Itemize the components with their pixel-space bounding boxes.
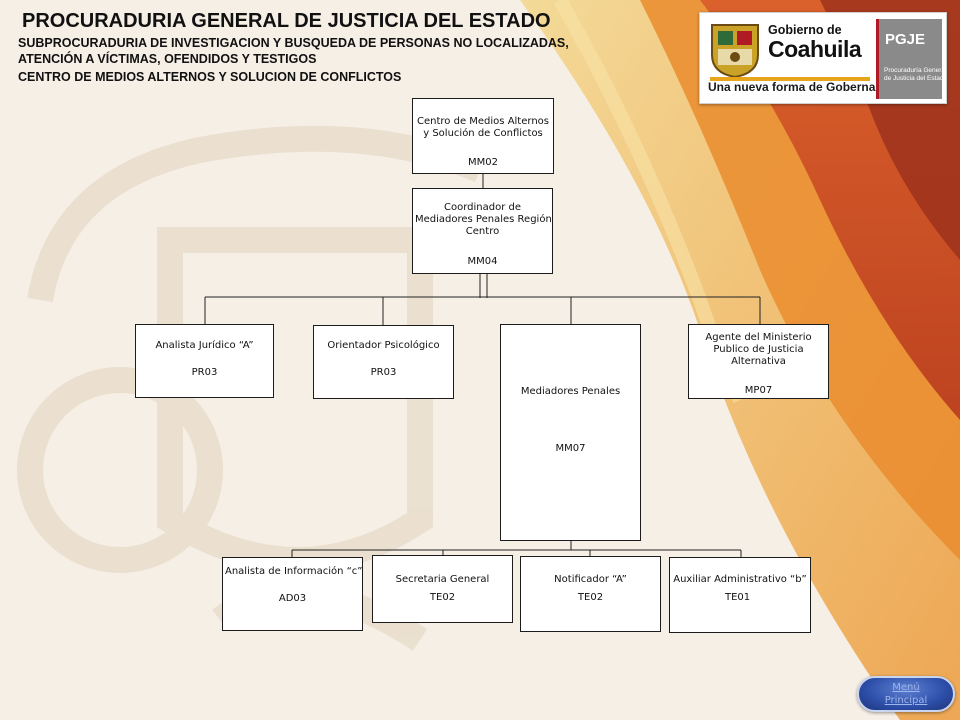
pgje-caption-line-1: Procuraduría General bbox=[884, 67, 947, 74]
node-code: TE01 bbox=[725, 592, 751, 603]
node-code: MM02 bbox=[468, 157, 498, 168]
pgje-caption: Procuraduría General de Justicia del Est… bbox=[884, 67, 947, 83]
node-code: MM04 bbox=[467, 256, 498, 267]
page-title: PROCURADURIA GENERAL DE JUSTICIA DEL EST… bbox=[22, 10, 551, 32]
org-node-coordinador: Coordinador de Mediadores Penales Región… bbox=[412, 188, 553, 274]
node-label-line: Analista Jurídico “A” bbox=[155, 340, 254, 351]
org-node-auxiliar: Auxiliar Administrativo “b” TE01 bbox=[669, 557, 811, 633]
org-node-analista-juridico: Analista Jurídico “A” PR03 bbox=[135, 324, 274, 398]
node-label-line: Centro bbox=[465, 226, 500, 237]
node-code: TE02 bbox=[429, 592, 456, 603]
pgje-block: PGJE Procuraduría General de Justicia de… bbox=[876, 19, 947, 99]
org-node-secretaria: Secretaria General TE02 bbox=[372, 555, 513, 623]
node-label-line: Publico de Justicia bbox=[713, 344, 804, 355]
coat-of-arms-icon bbox=[711, 24, 759, 79]
node-code: PR03 bbox=[191, 367, 218, 378]
node-label-line: Mediadores Penales bbox=[520, 386, 621, 397]
org-node-orientador: Orientador Psicológico PR03 bbox=[313, 325, 454, 399]
node-label-line: Mediadores Penales Región bbox=[415, 214, 552, 225]
node-label-line: Centro de Medios Alternos bbox=[417, 116, 549, 127]
pgje-caption-line-2: de Justicia del Estado bbox=[884, 75, 947, 82]
logo-line-2: Coahuila bbox=[768, 36, 862, 62]
government-logo: Gobierno de Coahuila Una nueva forma de … bbox=[699, 12, 947, 104]
node-label-line: Coordinador de bbox=[443, 202, 521, 213]
pgje-acronym: PGJE bbox=[885, 31, 926, 48]
menu-label-line-1[interactable]: Menú bbox=[892, 682, 920, 693]
subtitle-line-2: ATENCIÓN A VÍCTIMAS, OFENDIDOS Y TESTIGO… bbox=[18, 52, 317, 66]
logo-divider bbox=[710, 77, 870, 81]
node-label-line: Secretaria General bbox=[395, 574, 490, 585]
node-label-line: Auxiliar Administrativo “b” bbox=[673, 574, 807, 585]
logo-tagline: Una nueva forma de Gobernar bbox=[708, 80, 881, 94]
logo-line-1: Gobierno de bbox=[768, 23, 842, 37]
node-code: MP07 bbox=[744, 385, 773, 396]
node-label-line: Orientador Psicológico bbox=[327, 340, 440, 351]
org-node-notificador: Notificador “A” TE02 bbox=[520, 556, 661, 632]
node-code: TE02 bbox=[577, 592, 604, 603]
org-node-agente: Agente del Ministerio Publico de Justici… bbox=[688, 324, 829, 399]
node-code: PR03 bbox=[370, 367, 397, 378]
node-label-line: Analista de Información “c” bbox=[225, 566, 363, 577]
node-code: MM07 bbox=[555, 443, 586, 454]
subtitle-line-3: CENTRO DE MEDIOS ALTERNOS Y SOLUCION DE … bbox=[18, 70, 402, 84]
subtitle-line-1: SUBPROCURADURIA DE INVESTIGACION Y BUSQU… bbox=[18, 36, 569, 50]
node-code: AD03 bbox=[278, 593, 307, 604]
menu-label-line-2[interactable]: Principal bbox=[884, 695, 928, 706]
node-label-line: y Solución de Conflictos bbox=[423, 128, 543, 139]
node-label-line: Notificador “A” bbox=[554, 574, 627, 585]
org-node-centro: Centro de Medios Alternos y Solución de … bbox=[412, 98, 554, 174]
org-node-mediadores: Mediadores Penales MM07 bbox=[500, 324, 641, 541]
main-menu-button[interactable]: Menú Principal bbox=[857, 676, 955, 712]
org-node-analista-informacion: Analista de Información “c” AD03 bbox=[222, 557, 363, 631]
node-label-line: Agente del Ministerio bbox=[705, 332, 812, 343]
node-label-line: Alternativa bbox=[731, 356, 786, 367]
